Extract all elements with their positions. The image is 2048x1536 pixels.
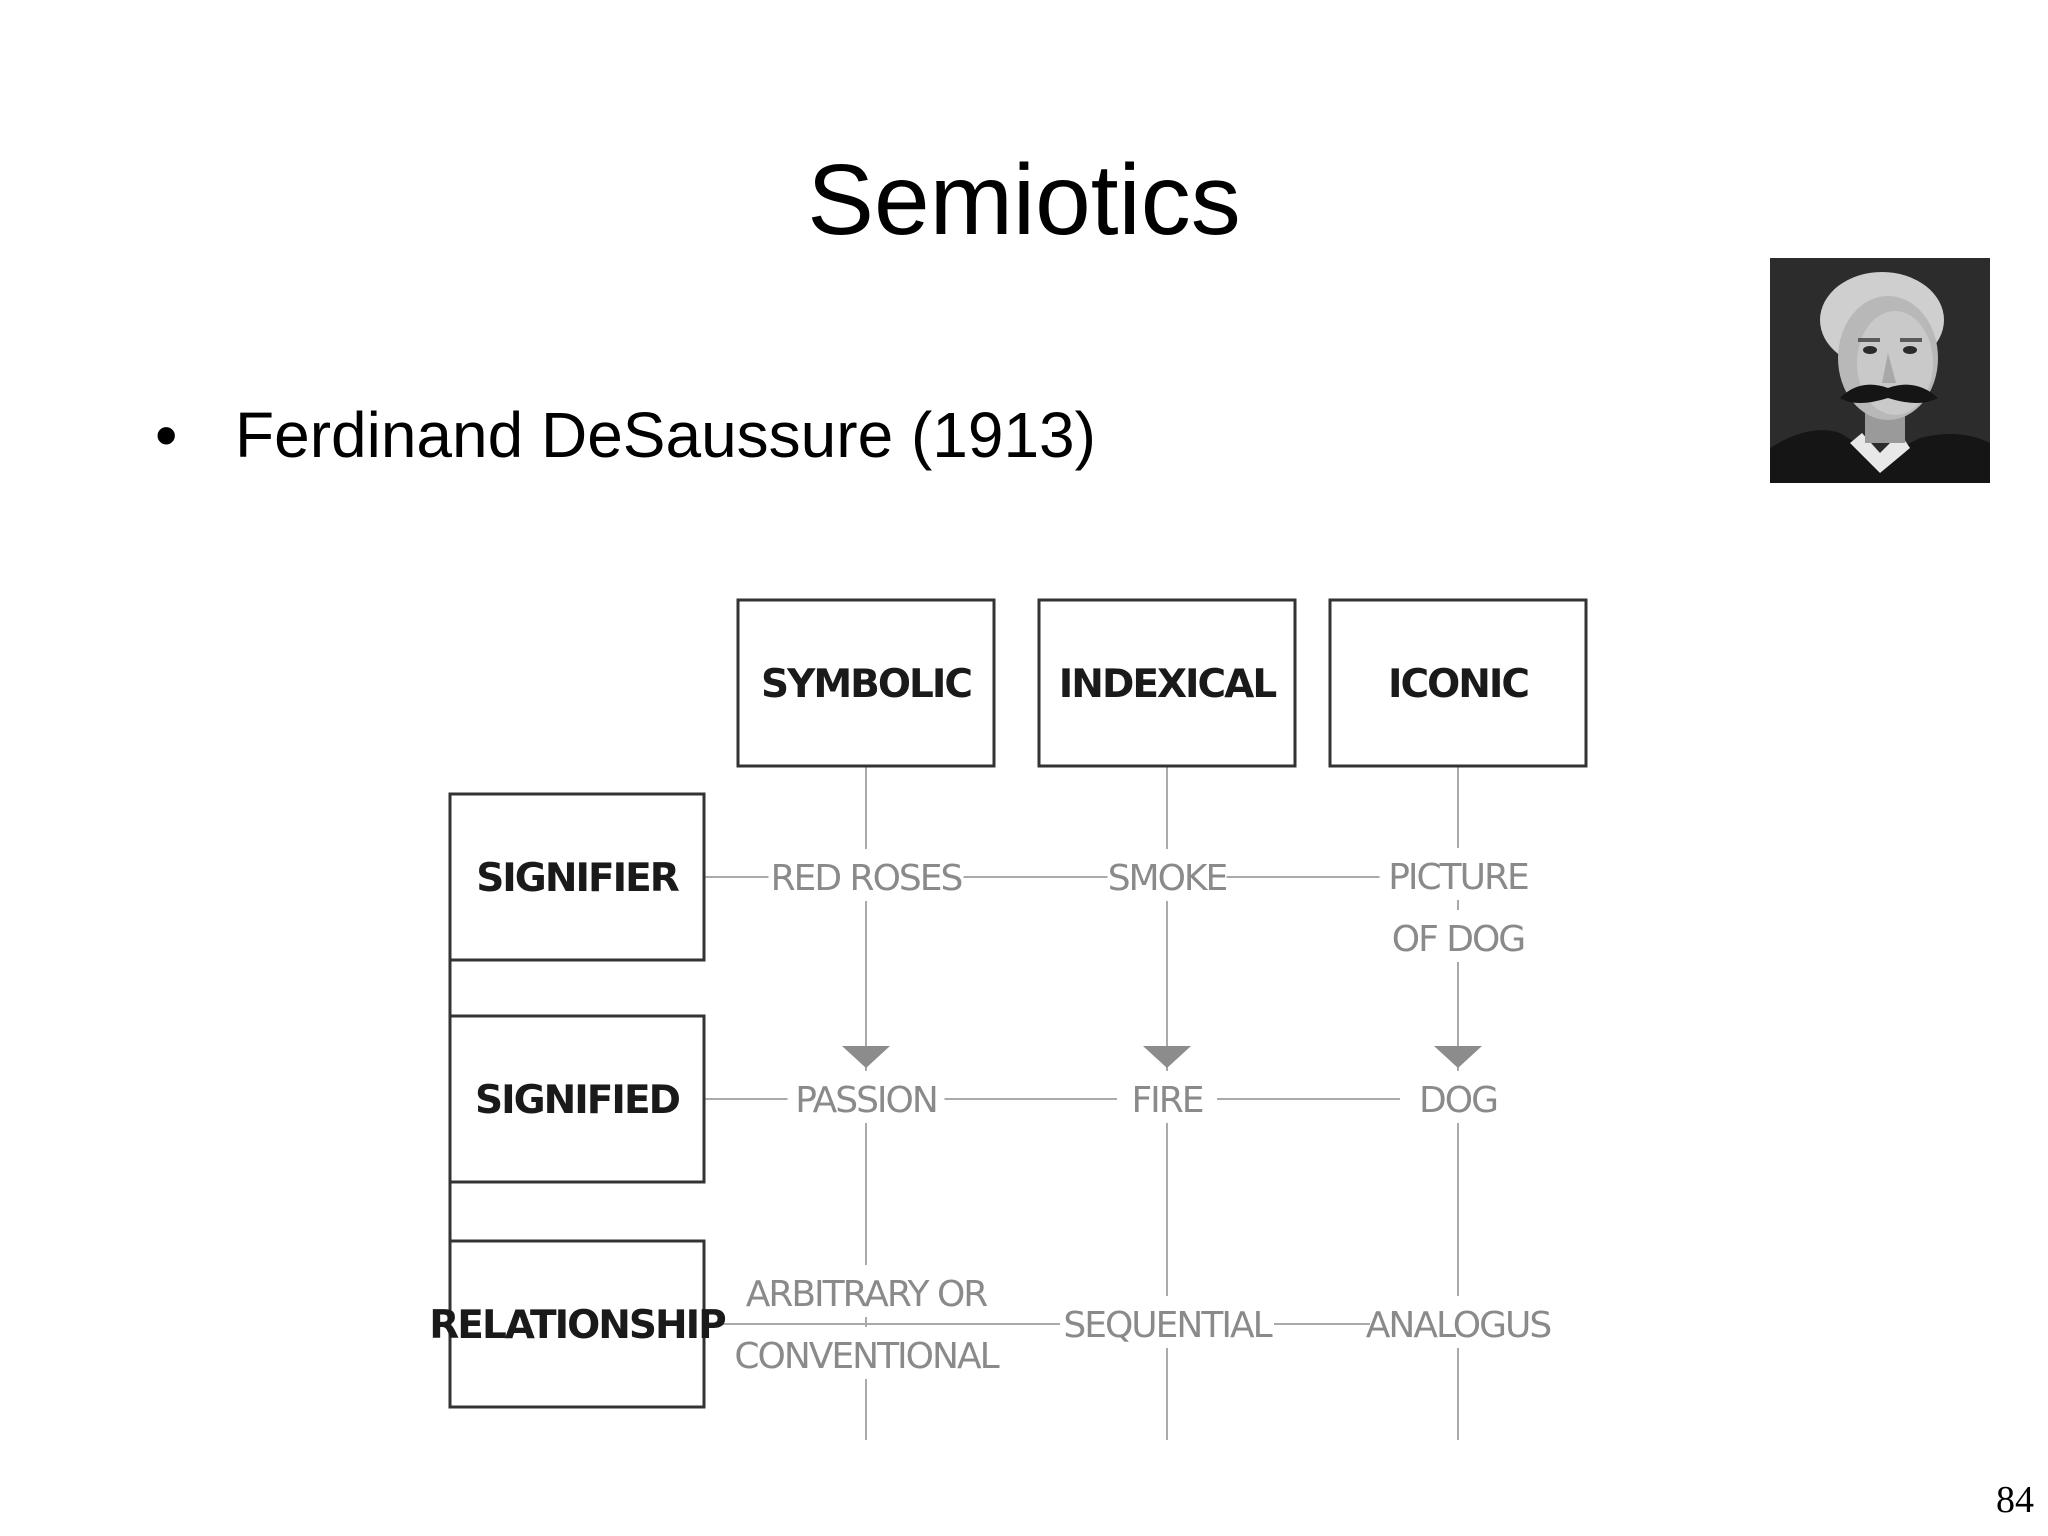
cell-relationship-symbolic: CONVENTIONAL [734, 1336, 999, 1377]
row-label-signifier: SIGNIFIER [476, 856, 680, 901]
row-label-relationship: RELATIONSHIP [429, 1303, 725, 1348]
cell-mask [768, 849, 964, 901]
column-label-indexical: INDEXICAL [1059, 662, 1277, 707]
portrait-photo [1770, 258, 1990, 483]
row-label-signified: SIGNIFIED [475, 1078, 680, 1123]
arrowhead-iconic [1434, 1046, 1482, 1068]
bullet-item: • Ferdinand DeSaussure (1913) [155, 395, 1096, 475]
bullet-text: Ferdinand DeSaussure (1913) [235, 399, 1096, 471]
cell-mask [1107, 849, 1227, 901]
cell-relationship-symbolic: ARBITRARY OR [746, 1274, 988, 1315]
cell-signifier-iconic: PICTURE [1388, 857, 1528, 898]
cell-mask [787, 1071, 945, 1123]
cell-signifier-iconic: OF DOG [1392, 919, 1524, 960]
cell-mask [1370, 1296, 1546, 1348]
cell-signified-indexical: FIRE [1131, 1080, 1202, 1121]
column-box-symbolic [736, 598, 996, 768]
cell-mask [1389, 910, 1527, 962]
cell-relationship-indexical: SEQUENTIAL [1063, 1305, 1272, 1346]
cell-mask [1060, 1296, 1274, 1348]
cell-mask [740, 1327, 992, 1379]
column-label-symbolic: SYMBOLIC [761, 662, 971, 707]
cell-mask [740, 1265, 992, 1317]
cell-signified-iconic: DOG [1419, 1080, 1497, 1121]
column-label-iconic: ICONIC [1388, 662, 1528, 707]
portrait-illustration [1770, 258, 1990, 483]
diagram-boxes [448, 598, 1588, 1409]
diagram-labels: SYMBOLIC INDEXICAL ICONIC SIGNIFIER SIGNIFIE… [429, 662, 1552, 1379]
cell-mask [1379, 848, 1537, 900]
cell-relationship-iconic: ANALOGUS [1366, 1305, 1551, 1346]
column-box-indexical [1037, 598, 1297, 768]
row-box-signifier [448, 792, 706, 962]
row-box-signified [448, 1014, 706, 1184]
slide-title: Semiotics [807, 144, 1241, 256]
slide-number: 84 [1996, 1479, 2034, 1521]
arrowhead-indexical [1143, 1046, 1191, 1068]
cell-signifier-symbolic: RED ROSES [771, 858, 962, 899]
bullet-marker: • [155, 399, 178, 471]
cell-mask [1417, 1071, 1499, 1123]
arrowhead-symbolic [842, 1046, 890, 1068]
cell-signifier-indexical: SMOKE [1108, 858, 1227, 899]
cell-signified-symbolic: PASSION [795, 1080, 937, 1121]
row-box-relationship [448, 1239, 706, 1409]
column-box-iconic [1328, 598, 1588, 768]
cell-mask [1117, 1071, 1217, 1123]
